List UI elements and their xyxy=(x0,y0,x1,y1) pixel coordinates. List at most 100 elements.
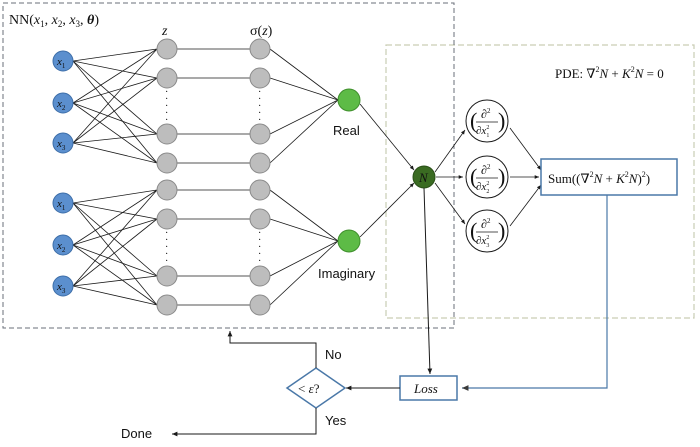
ellipsis-dot: · xyxy=(258,87,261,98)
loss-box xyxy=(399,375,458,401)
derivative-denominator: ∂x22 xyxy=(476,181,489,195)
input-to-hidden-edge xyxy=(72,218,158,287)
ellipsis-dot: · xyxy=(258,101,261,112)
input-node xyxy=(52,192,74,214)
hidden-to-imag-edge xyxy=(269,218,339,242)
paren-right: ) xyxy=(498,108,505,133)
input-to-hidden-edge xyxy=(72,285,158,306)
ellipsis-dot: · xyxy=(258,242,261,253)
hidden-node xyxy=(156,152,178,174)
nn-title: NN(x1, x2, x3, θ) xyxy=(9,13,99,29)
ellipsis-dot: · xyxy=(165,249,168,260)
input-node xyxy=(52,50,74,72)
hidden-node xyxy=(156,179,178,201)
hidden-to-imag-edge xyxy=(269,189,339,242)
input-to-hidden-edge xyxy=(72,102,158,135)
input-to-hidden-edge xyxy=(72,189,158,204)
hidden-to-imag-edge xyxy=(269,240,339,306)
real-to-n-edge xyxy=(359,103,415,171)
second-derivative-node xyxy=(465,155,509,199)
hidden-node xyxy=(249,152,271,174)
hidden-layer-nodes xyxy=(156,38,271,316)
ellipsis-dot: · xyxy=(165,228,168,239)
hidden-node xyxy=(249,123,271,145)
derivative-denominator: ∂x12 xyxy=(476,125,489,139)
paren-right: ) xyxy=(498,164,505,189)
yes-label: Yes xyxy=(325,413,347,428)
input-to-hidden-edge xyxy=(72,133,158,144)
input-to-hidden-edge xyxy=(72,244,158,306)
input-to-hidden-edge xyxy=(72,77,158,104)
ellipsis-dot: · xyxy=(258,256,261,267)
input-to-hidden-edge xyxy=(72,142,158,164)
hidden-node xyxy=(249,265,271,287)
input-to-hidden-edge xyxy=(72,202,158,220)
ellipsis-dot: · xyxy=(258,115,261,126)
ellipsis-dot: · xyxy=(165,235,168,246)
hidden-node xyxy=(249,38,271,60)
sum-to-loss-arrow xyxy=(462,195,608,391)
input-node xyxy=(52,92,74,114)
derivative-numerator: ∂2 xyxy=(481,217,491,231)
derivative-numerator: ∂2 xyxy=(481,107,491,121)
hidden-to-real-edge xyxy=(269,99,339,164)
second-derivative-node xyxy=(465,99,509,143)
loss-label: Loss xyxy=(413,381,438,396)
input-to-hidden-edge xyxy=(72,202,158,306)
hidden-node xyxy=(156,208,178,230)
derivative-denominator: ∂x32 xyxy=(476,235,489,249)
deriv1-to-sum-edge xyxy=(509,127,542,171)
ellipsis-dots: ···················· xyxy=(165,87,261,267)
real-label: Real xyxy=(333,123,360,138)
no-label: No xyxy=(325,347,342,362)
hidden-node xyxy=(156,38,178,60)
ellipsis-dot: · xyxy=(165,242,168,253)
input-to-hidden-edge xyxy=(72,48,158,144)
derivative-numerator: ∂2 xyxy=(481,163,491,177)
input-to-hidden-edge xyxy=(72,275,158,287)
yes-branch-arrow xyxy=(172,408,317,437)
hidden-node xyxy=(156,265,178,287)
n-node-label: N xyxy=(418,170,429,185)
imaginary-output-node xyxy=(337,229,361,253)
hidden-to-imag-edge xyxy=(269,240,339,277)
hidden-node xyxy=(249,208,271,230)
ellipsis-dot: · xyxy=(258,108,261,119)
input-to-hidden-edge xyxy=(72,244,158,277)
hidden-node xyxy=(249,179,271,201)
ellipsis-dot: · xyxy=(165,115,168,126)
ellipsis-dot: · xyxy=(258,249,261,260)
z-layer-label: z xyxy=(161,24,168,39)
ellipsis-dot: · xyxy=(165,256,168,267)
ellipsis-dot: · xyxy=(258,235,261,246)
input-to-hidden-edge xyxy=(72,102,158,164)
paren-left: ( xyxy=(470,218,477,243)
hidden-node xyxy=(249,67,271,89)
input-to-hidden-edge xyxy=(72,48,158,62)
input-node-label: x2 xyxy=(56,240,66,254)
input-node-label: x1 xyxy=(56,56,66,70)
sum-label: Sum((∇2N + K2N)2) xyxy=(548,170,650,186)
input-node xyxy=(52,234,74,256)
imaginary-label: Imaginary xyxy=(318,266,376,281)
hidden-to-real-edge xyxy=(269,77,339,101)
nn-region-box xyxy=(2,2,455,329)
paren-left: ( xyxy=(470,164,477,189)
pde-equation: PDE: ∇2N + K2N = 0 xyxy=(555,65,664,81)
imag-to-n-edge xyxy=(359,182,415,238)
input-node-label: x2 xyxy=(56,98,66,112)
pde-region-box xyxy=(385,44,695,319)
input-to-hidden-edge xyxy=(72,60,158,79)
derivative-nodes: ()∂2∂x12()∂2∂x22()∂2∂x32 xyxy=(465,99,509,253)
input-to-hidden-edge xyxy=(72,48,158,104)
deriv3-to-sum-edge xyxy=(509,184,542,227)
input-to-hidden-edge xyxy=(72,77,158,144)
hidden-to-real-edge xyxy=(269,99,339,135)
ellipsis-dot: · xyxy=(258,228,261,239)
paren-right: ) xyxy=(498,218,505,243)
input-node xyxy=(52,275,74,297)
second-derivative-node xyxy=(465,209,509,253)
n-to-deriv1-edge xyxy=(434,129,466,173)
